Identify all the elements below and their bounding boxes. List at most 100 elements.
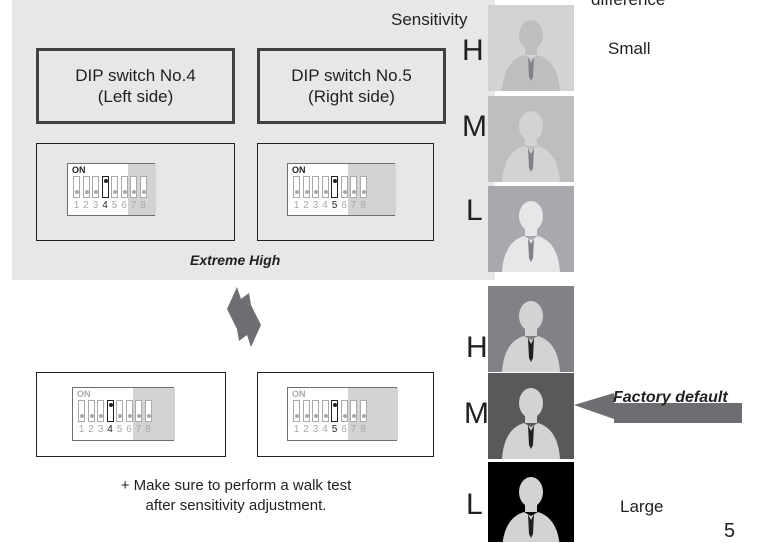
dip-switch-lever-8: [359, 176, 367, 198]
sensitivity-level-letter: H: [466, 331, 488, 364]
dip-switch-lever-knob: [127, 414, 132, 418]
dip-switch-lever-knob: [132, 190, 136, 194]
dip-switch-number: 1: [73, 200, 80, 211]
small-label: Small: [608, 39, 651, 58]
dip-switch-lever-1: [293, 400, 300, 422]
page-number: 5: [724, 520, 736, 542]
dip-switch-lever-knob: [103, 179, 108, 183]
dip-switch-lever-5: [111, 176, 118, 198]
dip-switch-lever-8: [139, 176, 147, 198]
sensitivity-level-letter: M: [462, 110, 487, 143]
dip-switch-lever-knob: [342, 190, 347, 194]
dip-switch-number: 5: [111, 200, 118, 211]
dip-switch-5-title-line2: (Right side): [308, 87, 395, 106]
dip-switch-4-title: DIP switch No.4 (Left side): [36, 48, 235, 124]
dip-switch-number: 3: [92, 200, 99, 211]
dip-switch-number: 6: [126, 424, 132, 435]
dip-switch-lever-1: [78, 400, 85, 422]
dip-switch-lever-6: [340, 176, 348, 198]
dip-switch-number: 7: [130, 200, 137, 211]
dip-switch-lever-knob: [361, 414, 366, 418]
dip-switch-5-title: DIP switch No.5 (Right side): [257, 48, 446, 124]
sensitivity-level-silhouette: [488, 286, 574, 372]
dip-switch-lever-knob: [333, 179, 337, 183]
dip-switch-lever-knob: [314, 414, 318, 418]
dip-switch-lever-knob: [108, 403, 113, 407]
dip-switch-number: 2: [83, 200, 89, 211]
dip-switch-lever-5: [331, 400, 338, 422]
switch-on-label: ON: [72, 165, 86, 175]
dip-switch-lever-knob: [314, 190, 318, 194]
dip-switch-4-frame-extreme: [36, 143, 235, 241]
dip-switch-lever-knob: [89, 414, 94, 418]
dip-switch-lever-7: [130, 176, 137, 198]
dip-switch-lever-2: [82, 176, 90, 198]
dip-switch-lever-2: [302, 400, 310, 422]
dip-switch-number: 7: [350, 200, 357, 211]
dip-switch-lever-6: [340, 400, 348, 422]
factory-default-arrow-icon: [574, 393, 742, 423]
dip-switch-number: 5: [331, 424, 338, 435]
dip-switch-number: 8: [360, 200, 366, 211]
dip-switch-lever-7: [350, 400, 357, 422]
sensitivity-level-letter: H: [462, 34, 484, 67]
dip-switch-lever-3: [97, 400, 104, 422]
sensitivity-level-letter: M: [464, 397, 489, 430]
dip-switch-number: 3: [312, 424, 319, 435]
switch-on-label: ON: [292, 165, 306, 175]
dip-switch-number: 6: [341, 424, 347, 435]
dip-switch-lever-4: [101, 176, 109, 198]
sensitivity-level-silhouette: [488, 373, 574, 459]
dip-switch-lever-knob: [84, 190, 89, 194]
dip-switch-5-title-line1: DIP switch No.5: [291, 66, 412, 85]
dip-switch-lever-7: [350, 176, 357, 198]
dip-switch-lever-1: [293, 176, 300, 198]
sensitivity-level-letter: L: [466, 488, 483, 521]
dip-switch-lever-knob: [118, 414, 122, 418]
dip-switch-number: 4: [102, 200, 108, 211]
dip-switch-lever-knob: [137, 414, 141, 418]
dip-switch-lever-2: [87, 400, 95, 422]
dip-switch-lever-knob: [80, 414, 84, 418]
dip-switch-lever-3: [92, 176, 99, 198]
dip-switch-lever-knob: [333, 403, 337, 407]
dip-switch-lever-knob: [361, 190, 366, 194]
extreme-high-caption: Extreme High: [190, 252, 281, 268]
dip-switch-number: 5: [116, 424, 123, 435]
dip-switch-lever-knob: [295, 190, 299, 194]
dip-switch-lever-3: [312, 400, 319, 422]
walk-test-note-line2: after sensitivity adjustment.: [145, 497, 327, 514]
dip-switch-number: 5: [331, 200, 338, 211]
dip-switch-lever-4: [321, 176, 329, 198]
dip-switch-lever-6: [125, 400, 133, 422]
dip-switch-number: 2: [303, 424, 309, 435]
dip-switch-lever-knob: [113, 190, 117, 194]
dip-switch-lever-knob: [141, 190, 146, 194]
sensitivity-level-silhouette: [488, 462, 574, 542]
dip-switch-number: 3: [97, 424, 104, 435]
dip-switch-lever-knob: [75, 190, 79, 194]
dip-switch-lever-2: [302, 176, 310, 198]
dip-switch-number: 7: [350, 424, 357, 435]
dip-switch-number: 2: [88, 424, 94, 435]
dip-switch-5-frame-standard: [257, 372, 434, 457]
extreme-high-panel: [12, 0, 495, 280]
header-partial-text: difference: [591, 0, 665, 10]
dip-switch-lever-knob: [99, 414, 103, 418]
dip-switch-number: 4: [322, 200, 328, 211]
dip-switch-lever-knob: [323, 190, 328, 194]
dip-switch-lever-7: [135, 400, 142, 422]
dip-switch-lever-5: [331, 176, 338, 198]
sensitivity-level-silhouette: [488, 96, 574, 182]
dip-switch-lever-8: [144, 400, 152, 422]
dip-switch-lever-4: [321, 400, 329, 422]
dip-switch-lever-knob: [342, 414, 347, 418]
dip-switch-number: 6: [341, 200, 347, 211]
dip-switch-lever-6: [120, 176, 128, 198]
dip-switch-lever-1: [73, 176, 80, 198]
dip-switch-number: 8: [145, 424, 151, 435]
